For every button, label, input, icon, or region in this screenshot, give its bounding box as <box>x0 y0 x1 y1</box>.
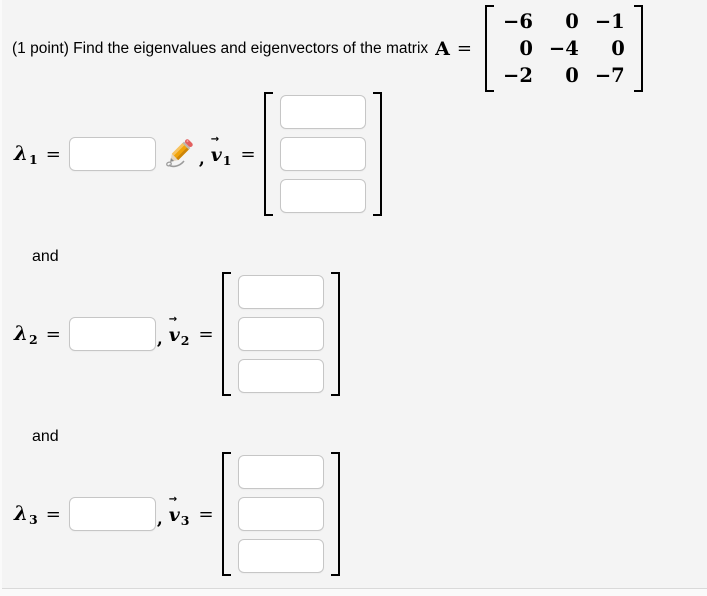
equals-sign: = <box>456 38 472 59</box>
equals-sign: = <box>45 503 61 525</box>
matrix-left-bracket <box>221 272 231 396</box>
answer-row-2: λ2 = , →v2 = <box>14 272 707 396</box>
vector-3-symbol: →v3 <box>168 494 190 528</box>
vector-2-cell-1-input[interactable] <box>237 275 324 309</box>
matrix-cell: 0 <box>519 37 533 60</box>
vector-arrow: → <box>210 134 220 145</box>
vector-letter: v <box>168 504 180 526</box>
lambda-2-input[interactable] <box>68 317 156 351</box>
matrix-right-bracket <box>330 272 340 396</box>
vector-1-cell-2-input[interactable] <box>279 137 366 171</box>
lambda-3-symbol: λ3 <box>14 501 38 527</box>
matrix-cell: 0 <box>611 37 625 60</box>
answer-row-3: λ3 = , →v3 = <box>14 452 707 576</box>
vector-1-cells <box>273 92 373 216</box>
vector-1-matrix <box>263 92 382 216</box>
lambda-2-symbol: λ2 <box>14 321 38 347</box>
vector-letter: v <box>210 144 222 166</box>
and-connector: and <box>32 428 59 445</box>
matrix-left-bracket <box>263 92 273 216</box>
matrix-cell: −1 <box>594 10 625 33</box>
equals-sign: = <box>45 323 61 345</box>
matrix-right-bracket <box>633 5 643 92</box>
matrix-left-bracket <box>485 5 494 92</box>
matrix-right-bracket <box>372 92 382 216</box>
vector-2-cell-2-input[interactable] <box>237 317 324 351</box>
vector-3-matrix <box>221 452 340 576</box>
matrix-cell: −2 <box>503 64 533 87</box>
equals-sign: = <box>198 323 214 345</box>
lambda-subscript: 3 <box>29 512 38 527</box>
matrix-cell: −6 <box>503 10 533 33</box>
matrix-variable: A <box>435 37 450 60</box>
lambda-letter: λ <box>14 501 29 525</box>
and-connector: and <box>32 248 59 265</box>
vector-3-cell-1-input[interactable] <box>237 455 324 489</box>
lambda-subscript: 1 <box>29 152 38 167</box>
vector-1-cell-1-input[interactable] <box>279 95 366 129</box>
vector-2-cells <box>231 272 331 396</box>
comma: , <box>156 509 163 529</box>
matrix-cell: −4 <box>548 37 579 60</box>
matrix-left-bracket <box>221 452 231 576</box>
vector-2-cell-3-input[interactable] <box>237 359 324 393</box>
matrix-right-bracket <box>330 452 340 576</box>
vector-arrow: → <box>168 314 178 325</box>
vector-subscript: 3 <box>180 513 190 528</box>
vector-2-symbol: →v2 <box>168 314 190 348</box>
equals-sign: = <box>240 143 256 165</box>
problem-intro-text: (1 point) Find the eigenvalues and eigen… <box>12 39 429 57</box>
vector-3-cell-3-input[interactable] <box>237 539 324 573</box>
lambda-letter: λ <box>14 321 29 345</box>
comma: , <box>156 329 163 349</box>
vector-letter: v <box>168 324 180 346</box>
vector-subscript: 1 <box>222 153 232 168</box>
lambda-subscript: 2 <box>29 332 38 347</box>
vector-1-cell-3-input[interactable] <box>279 179 366 213</box>
answer-row-1: λ1 = , →v1 = <box>14 92 707 216</box>
vector-arrow: → <box>168 494 178 505</box>
vector-2-matrix <box>221 272 340 396</box>
vector-subscript: 2 <box>180 333 190 348</box>
lambda-1-input[interactable] <box>68 137 156 171</box>
lambda-letter: λ <box>14 141 29 165</box>
lambda-3-input[interactable] <box>68 497 156 531</box>
problem-statement: (1 point) Find the eigenvalues and eigen… <box>12 5 697 92</box>
matrix-a: −6 0 −1 0 −4 0 −2 0 −7 <box>485 5 643 92</box>
equals-sign: = <box>45 143 61 165</box>
vector-1-symbol: →v1 <box>210 134 232 168</box>
lambda-1-symbol: λ1 <box>14 141 38 167</box>
matrix-cell: −7 <box>594 64 625 87</box>
vector-3-cell-2-input[interactable] <box>237 497 324 531</box>
comma: , <box>198 149 205 169</box>
equals-sign: = <box>198 503 214 525</box>
pencil-icon[interactable] <box>163 137 197 171</box>
matrix-cell: 0 <box>565 64 579 87</box>
vector-3-cells <box>231 452 331 576</box>
matrix-a-grid: −6 0 −1 0 −4 0 −2 0 −7 <box>494 5 634 92</box>
matrix-cell: 0 <box>565 10 579 33</box>
